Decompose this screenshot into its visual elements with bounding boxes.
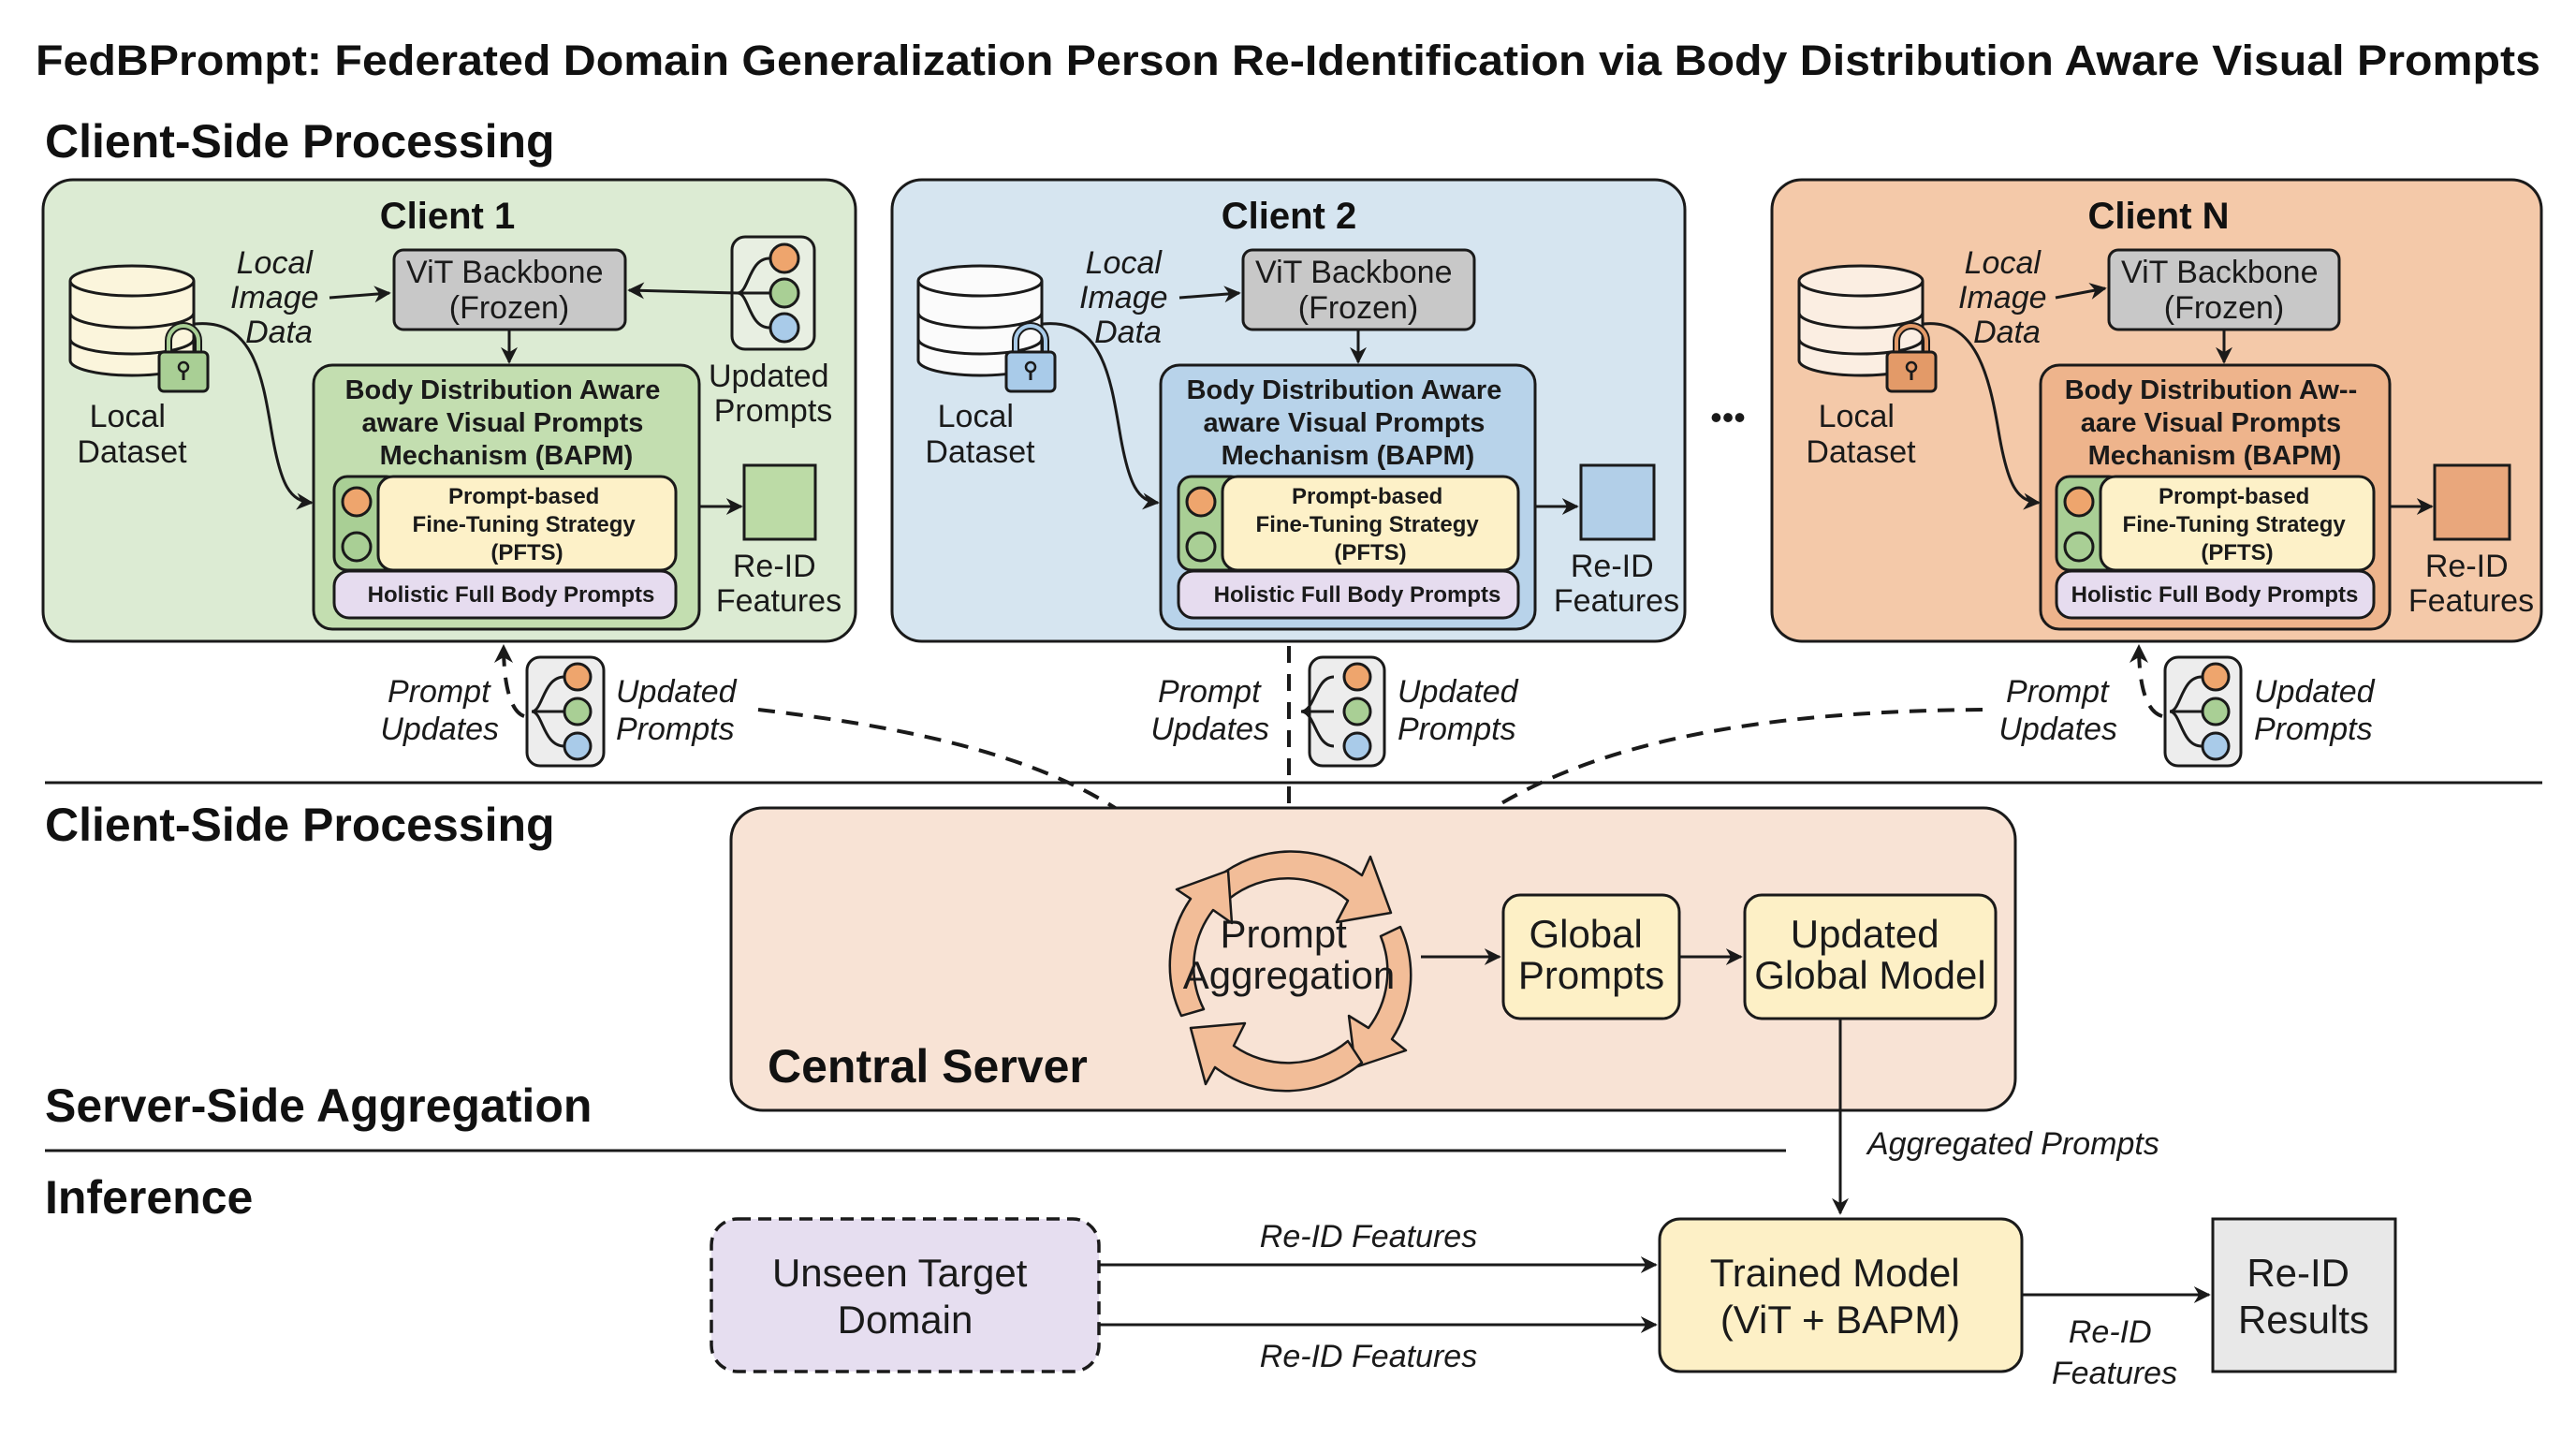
prompt-updates-label: Prompt Updates bbox=[1150, 674, 1269, 747]
updated-prompts-label: Updated Prompts bbox=[616, 674, 745, 747]
lock-icon bbox=[1885, 322, 1938, 393]
central-server-box bbox=[729, 806, 2017, 1112]
updated-prompts-label: Updated Prompts bbox=[1398, 674, 1527, 747]
holistic-label: Holistic Full Body Prompts bbox=[368, 582, 655, 608]
unseen-target-domain-label: Unseen Target Domain bbox=[772, 1251, 1038, 1342]
green-prompt-icon bbox=[2063, 531, 2095, 563]
section-label-server-side: Server-Side Aggregation bbox=[45, 1079, 592, 1132]
client-1-to-server-dashed-arrow bbox=[757, 708, 1186, 871]
holistic-box bbox=[332, 569, 678, 620]
central-server-panel: Central Server Prompt Aggregation Global… bbox=[729, 806, 2017, 1112]
vit-backbone-label: ViT Backbone (Frozen) bbox=[2121, 255, 2327, 326]
orange-prompt-icon bbox=[2063, 486, 2095, 518]
client-2-panel: Client 2 Local Dataset Local Image Data bbox=[890, 178, 1687, 643]
central-server-label: Central Server bbox=[768, 1040, 1088, 1093]
client-n-panel: Client N Local Dataset Local Image Data bbox=[1770, 178, 2543, 643]
prompt-updates-arrow bbox=[494, 644, 525, 718]
dataset-to-bapm-arrow bbox=[1923, 322, 2041, 510]
bapm-title: Body Distribution Aware aware Visual Pro… bbox=[1187, 375, 1510, 471]
lock-icon bbox=[157, 322, 210, 393]
section-label-inference: Inference bbox=[45, 1171, 253, 1224]
updated-prompts-icon bbox=[730, 235, 816, 351]
reid-features-square bbox=[742, 463, 817, 541]
client-n-exchange: Prompt Updates Updated Prompts bbox=[1998, 644, 2383, 768]
client-1-panel: Client 1 Local Dataset Local Image Data bbox=[41, 178, 857, 643]
reid-features-label: Re-ID Features bbox=[1554, 549, 1679, 619]
updated-prompts-icon bbox=[525, 655, 606, 768]
reid-results-label: Re-ID Results bbox=[2238, 1251, 2369, 1342]
trained-model-label: Trained Model (ViT + BAPM) bbox=[1710, 1251, 1971, 1342]
holistic-label: Holistic Full Body Prompts bbox=[1214, 582, 1501, 608]
local-image-data-label: Local Image Data bbox=[230, 245, 328, 350]
local-dataset-label: Local Dataset bbox=[925, 399, 1035, 470]
holistic-box bbox=[2055, 569, 2376, 620]
image-data-arrow bbox=[2055, 283, 2107, 300]
orange-prompt-icon bbox=[1185, 486, 1217, 518]
pfts-label: Prompt-based Fine-Tuning Strategy (PFTS) bbox=[413, 484, 642, 565]
section-label-client-side-2: Client-Side Processing bbox=[45, 799, 555, 851]
updated-prompts-icon bbox=[2163, 655, 2243, 768]
prompt-updates-label: Prompt Updates bbox=[380, 674, 499, 747]
updated-global-model-box bbox=[1743, 893, 1998, 1020]
reid-features-square bbox=[1579, 463, 1656, 541]
output-features-label: Re-ID Features bbox=[2052, 1314, 2177, 1391]
reid-features-label: Re-ID Features bbox=[716, 549, 842, 619]
pfts-label: Prompt-based Fine-Tuning Strategy (PFTS) bbox=[1256, 484, 1486, 565]
lock-icon bbox=[1004, 322, 1057, 393]
reid-results-box bbox=[2211, 1217, 2397, 1373]
green-prompt-icon bbox=[1185, 531, 1217, 563]
updated-prompts-icon bbox=[1300, 655, 1386, 768]
reid-features-label: Re-ID Features bbox=[2408, 549, 2534, 619]
prompt-updates-label: Prompt Updates bbox=[1998, 674, 2117, 747]
local-image-data-label: Local Image Data bbox=[1079, 245, 1177, 350]
orange-prompt-icon bbox=[341, 486, 373, 518]
vit-backbone-label: ViT Backbone (Frozen) bbox=[1255, 255, 1461, 326]
features-label-top: Re-ID Features bbox=[1260, 1219, 1477, 1255]
prompt-aggregation-label: Prompt Aggregation bbox=[1183, 912, 1396, 997]
aggregation-cycle-icon bbox=[1168, 850, 1412, 1093]
more-clients-ellipsis: ••• bbox=[1710, 398, 1746, 436]
prompts-to-vit-arrow bbox=[627, 282, 739, 300]
dataset-to-bapm-arrow bbox=[194, 322, 314, 510]
client-n-title: Client N bbox=[2087, 196, 2229, 237]
local-dataset-label: Local Dataset bbox=[1806, 399, 1916, 470]
client-1-title: Client 1 bbox=[380, 196, 515, 237]
unseen-target-domain-box bbox=[710, 1217, 1101, 1373]
updated-prompts-label: Updated Prompts bbox=[2254, 674, 2383, 747]
client-2-title: Client 2 bbox=[1222, 196, 1356, 237]
client-2-exchange: Prompt Updates Updated Prompts bbox=[1150, 655, 1527, 768]
prompt-updates-arrow bbox=[2130, 644, 2163, 718]
diagram-title: FedBPrompt: Federated Domain Generalizat… bbox=[36, 37, 2540, 84]
holistic-box bbox=[1177, 569, 1520, 620]
dataset-to-bapm-arrow bbox=[1042, 322, 1160, 510]
image-data-arrow bbox=[329, 286, 391, 303]
client-1-exchange: Prompt Updates Updated Prompts bbox=[380, 644, 745, 768]
image-data-arrow bbox=[1178, 286, 1241, 303]
features-label-bottom: Re-ID Features bbox=[1260, 1339, 1477, 1374]
global-prompts-label: Global Prompts bbox=[1518, 912, 1664, 997]
updated-global-model-label: Updated Global Model bbox=[1754, 912, 1985, 997]
bapm-title: Body Distribution Aw-- aare Visual Promp… bbox=[2065, 375, 2365, 471]
aggregated-prompts-label: Aggregated Prompts bbox=[1866, 1126, 2159, 1162]
vit-backbone-label: ViT Backbone (Frozen) bbox=[406, 255, 612, 326]
updated-prompts-label: Updated Prompts bbox=[709, 359, 838, 429]
section-label-client-side: Client-Side Processing bbox=[45, 115, 555, 168]
holistic-label: Holistic Full Body Prompts bbox=[2071, 582, 2359, 608]
reid-features-square bbox=[2433, 463, 2511, 541]
bapm-title: Body Distribution Aware aware Visual Pro… bbox=[345, 375, 668, 471]
local-image-data-label: Local Image Data bbox=[1958, 245, 2056, 350]
trained-model-box bbox=[1658, 1217, 2024, 1373]
green-prompt-icon bbox=[341, 531, 373, 563]
local-dataset-label: Local Dataset bbox=[77, 399, 187, 470]
pfts-label: Prompt-based Fine-Tuning Strategy (PFTS) bbox=[2123, 484, 2352, 565]
